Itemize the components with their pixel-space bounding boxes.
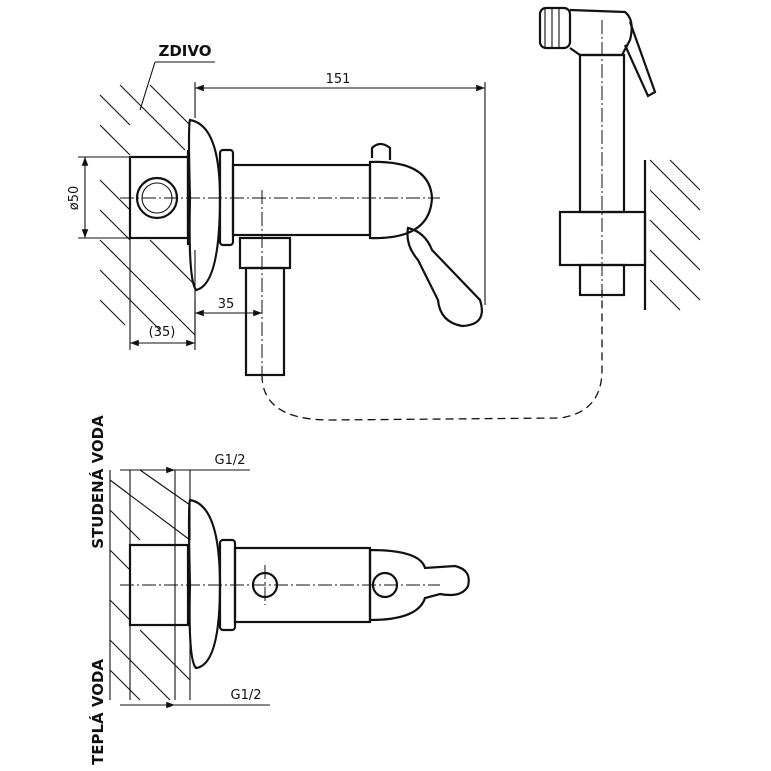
valve-top-view: [120, 118, 483, 380]
hand-shower: [538, 6, 701, 311]
diameter-dimension: ø50: [67, 186, 82, 211]
dimensions-top: [78, 61, 486, 350]
cold-water-label: STUDENÁ VODA: [88, 415, 107, 549]
offset-dimension: 35: [218, 297, 235, 312]
hot-water-label: TEPLÁ VODA: [88, 659, 107, 765]
hose-dashed: [261, 290, 603, 421]
wall-hatch-top: [99, 84, 196, 340]
length-dimension: 151: [326, 72, 351, 87]
wall-label: ZDIVO: [158, 42, 211, 60]
wall-depth-dimension: (35): [149, 325, 176, 340]
thread-top-label: G1/2: [215, 453, 246, 468]
valve-bottom-view: [120, 466, 470, 709]
thread-bottom-label: G1/2: [231, 688, 262, 703]
